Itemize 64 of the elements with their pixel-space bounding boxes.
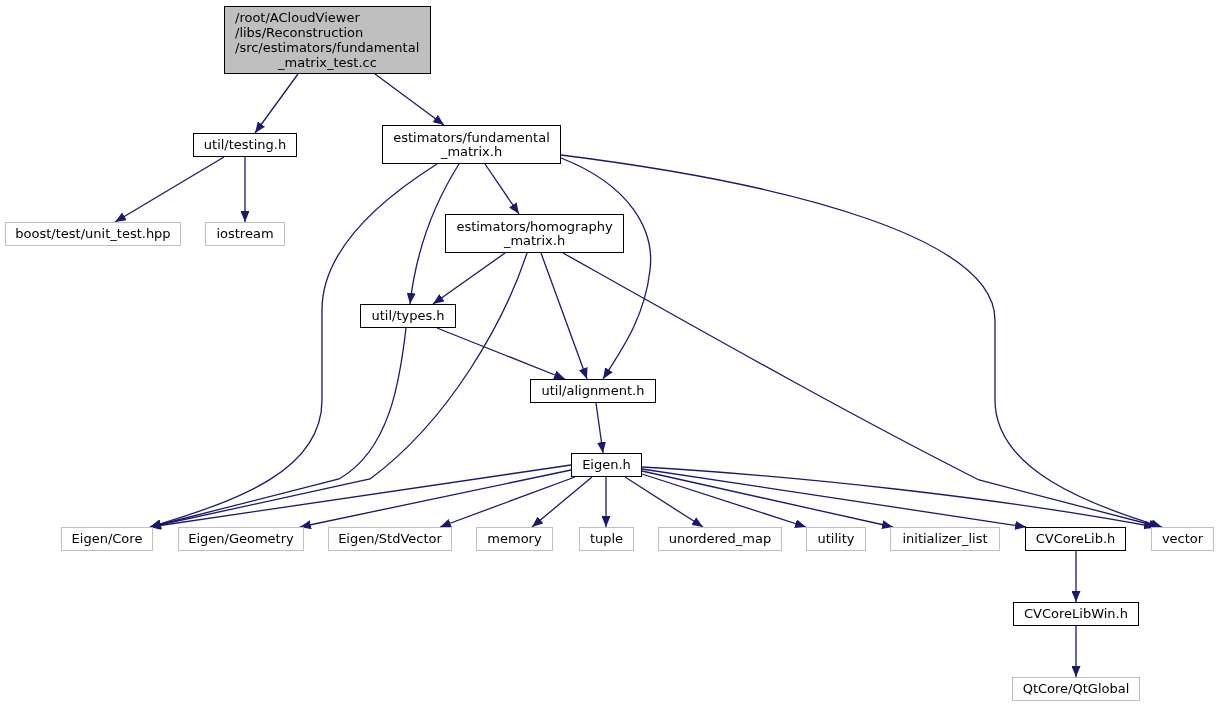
dependency-arrow (406, 163, 460, 305)
dependency-arrow (641, 473, 807, 528)
file-name: unordered_map (668, 532, 772, 546)
external-header-box (5, 222, 181, 246)
external-header-box (806, 527, 866, 551)
external-header-box (178, 527, 304, 551)
dependency-arrow (484, 163, 520, 215)
dependency-arrow (436, 327, 566, 380)
dependency-arrow (531, 476, 593, 528)
file-name: QtCore/QtGlobal (1022, 682, 1130, 696)
file-name: iostream (216, 227, 274, 241)
file-name: Eigen/Geometry (188, 532, 294, 546)
file-name: vector (1161, 532, 1204, 546)
file-name: Eigen/StdVector (338, 532, 442, 546)
dependency-arrow (560, 157, 652, 380)
external-header-box (61, 527, 153, 551)
external-header-box (328, 527, 452, 551)
external-header-box (476, 527, 553, 551)
header-file-box (571, 453, 642, 477)
dependency-arrow (601, 476, 611, 528)
file-name: util/testing.h (203, 138, 287, 152)
file-name: CVCoreLibWin.h (1024, 607, 1128, 621)
file-name: CVCoreLib.h (1035, 532, 1116, 546)
file-name: util/types.h (371, 309, 445, 323)
file-name: /root/ACloudViewer /libs/Reconstruction /src/estimators/fundamental _matrix_test.cc (235, 10, 420, 70)
file-name: util/alignment.h (541, 384, 645, 398)
header-file-box (193, 133, 297, 157)
external-header-box (658, 527, 782, 551)
source-file-box (224, 6, 431, 74)
external-header-box (890, 527, 1000, 551)
header-file-box (360, 304, 456, 328)
header-file-box (1013, 602, 1139, 626)
dependency-arrow (540, 252, 588, 380)
dependency-arrow (114, 156, 225, 223)
external-header-box (205, 222, 285, 246)
dependency-arrow (439, 476, 576, 528)
file-name: estimators/fundamental _matrix.h (392, 130, 551, 159)
file-name: memory (487, 532, 542, 546)
external-header-box (1151, 527, 1214, 551)
file-name: estimators/homography _matrix.h (455, 219, 614, 248)
external-header-box (579, 527, 634, 551)
external-header-box (1012, 677, 1140, 701)
file-name: Eigen.h (582, 458, 631, 472)
dependency-arrow (1071, 625, 1081, 678)
dependency-arrow (254, 73, 299, 134)
header-file-box (1025, 527, 1126, 551)
file-name: initializer_list (902, 532, 988, 546)
dependency-arrow (560, 154, 1163, 528)
dependency-arrow (240, 156, 250, 223)
header-file-box (530, 379, 656, 403)
dependency-arrow (1071, 550, 1081, 603)
dependency-arrow (595, 402, 606, 454)
file-name: utility (817, 532, 855, 546)
header-file-box (382, 125, 561, 164)
dependency-arrow (624, 476, 704, 528)
dependency-arrow (641, 470, 894, 529)
dependency-arrow (299, 469, 572, 530)
dependency-arrow (641, 468, 1027, 530)
header-file-box (445, 214, 624, 253)
file-name: tuple (589, 532, 624, 546)
dependency-arrow (374, 73, 445, 126)
file-name: boost/test/unit_test.hpp (15, 227, 171, 241)
dependency-arrow (432, 252, 506, 305)
file-name: Eigen/Core (71, 532, 143, 546)
